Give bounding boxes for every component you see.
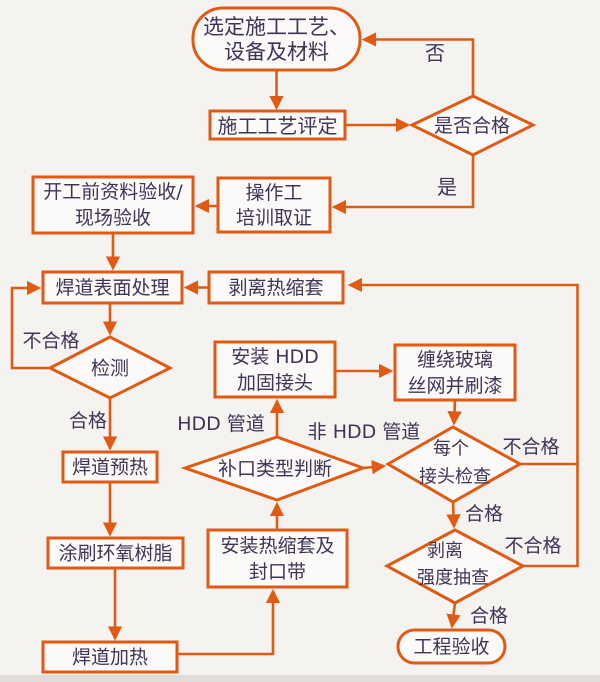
operator-training-label-line1: 操作工 <box>245 182 302 204</box>
qualified-check-label: 是否合格 <box>434 115 510 137</box>
edge-label-peel-check-pass: 合格 <box>470 605 508 627</box>
weld-preheat-node: 焊道预热 <box>61 450 159 484</box>
project-acceptance-label: 工程验收 <box>413 636 489 658</box>
start-node-label-line1: 选定施工工艺、 <box>203 15 350 39</box>
install-hdd-label-line2: 加固接头 <box>237 372 313 394</box>
weld-heating-node: 焊道加热 <box>41 640 179 674</box>
pre-construction-node: 开工前资料验收/ 现场验收 <box>31 175 195 235</box>
apply-epoxy-node: 涂刷环氧树脂 <box>46 536 185 570</box>
project-acceptance-node: 工程验收 <box>396 628 507 665</box>
joint-inspection-diamond: 每个 接头检查 <box>384 425 524 504</box>
operator-training-node: 操作工 培训取证 <box>216 176 332 234</box>
peel-strength-label-line2: 强度抽查 <box>417 568 489 589</box>
edge-label-yes: 是 <box>437 175 457 199</box>
weld-surface-label: 焊道表面处理 <box>55 277 169 299</box>
start-node-label-line2: 设备及材料 <box>224 40 329 64</box>
edge-joint-type-nonhdd-to-joint-inspection <box>362 460 387 475</box>
edge-wrap-glass-to-joint-inspection <box>447 399 462 426</box>
joint-inspection-label-line2: 接头检查 <box>419 467 491 488</box>
process-eval-node: 施工工艺评定 <box>208 109 347 141</box>
edge-label-no: 否 <box>425 41 445 65</box>
peel-sleeve-node: 剥离热缩套 <box>207 270 345 305</box>
wrap-glass-node: 缠绕玻璃 丝网并刷漆 <box>393 343 517 402</box>
install-sleeve-label-line1: 安装热缩套及 <box>220 535 334 557</box>
operator-training-label-line2: 培训取证 <box>236 207 312 229</box>
edge-label-inspection-pass: 合格 <box>69 410 107 432</box>
edge-label-hdd-pipeline: HDD 管道 <box>177 413 265 435</box>
edge-peel-strength-pass-to-acceptance <box>446 602 461 629</box>
wrap-glass-label-line1: 缠绕玻璃 <box>417 349 493 371</box>
weld-surface-node: 焊道表面处理 <box>41 270 184 305</box>
edge-labels: 否 是 不合格 合格 HDD 管道 非 HDD 管道 不合格 合格 不合格 合格 <box>22 41 561 627</box>
edge-label-joint-inspection-pass: 合格 <box>465 503 503 525</box>
edge-joint-inspection-pass-to-peel-strength <box>446 501 461 529</box>
edge-fail-loop-to-peel-sleeve <box>347 277 579 568</box>
start-node: 选定施工工艺、 设备及材料 <box>191 6 362 72</box>
process-eval-label: 施工工艺评定 <box>218 114 338 138</box>
install-sleeve-node: 安装热缩套及 封口带 <box>206 528 349 589</box>
edge-label-joint-inspection-fail: 不合格 <box>502 436 559 458</box>
apply-epoxy-label: 涂刷环氧树脂 <box>58 543 172 565</box>
install-hdd-node: 安装 HDD 加固接头 <box>213 340 337 399</box>
inspection-label: 检测 <box>91 358 129 380</box>
weld-preheat-label: 焊道预热 <box>72 457 148 479</box>
joint-inspection-label-line1: 每个 <box>433 439 469 460</box>
wrap-glass-label-line2: 丝网并刷漆 <box>407 375 502 397</box>
peel-sleeve-label: 剥离热缩套 <box>228 277 323 299</box>
edge-qualified-yes-to-operator-training <box>331 155 475 215</box>
weld-heating-label: 焊道加热 <box>72 647 148 669</box>
edge-label-inspection-fail: 不合格 <box>22 330 79 352</box>
pre-construction-label-line2: 现场验收 <box>75 207 151 229</box>
pre-construction-label-line1: 开工前资料验收/ <box>43 181 183 203</box>
edge-weld-heating-to-install-sleeve <box>177 588 281 656</box>
joint-type-diamond: 补口类型判断 <box>180 435 368 502</box>
nodes: 选定施工工艺、 设备及材料 施工工艺评定 是否合格 开工前资料验收/ 现场验收 … <box>31 6 537 674</box>
bottom-edge-shadow <box>0 675 600 682</box>
edges <box>10 32 579 656</box>
edge-inspection-fail-loop <box>10 280 50 370</box>
qualified-check-diamond: 是否合格 <box>408 94 537 157</box>
peel-strength-label-line1: 剥离 <box>427 541 463 562</box>
inspection-diamond: 检测 <box>46 335 174 400</box>
install-sleeve-label-line2: 封口带 <box>249 561 306 583</box>
joint-type-label: 补口类型判断 <box>218 458 332 480</box>
peel-strength-diamond: 剥离 强度抽查 <box>383 528 527 605</box>
edge-qualified-no-loop-to-start <box>361 32 475 96</box>
edge-label-non-hdd-pipeline: 非 HDD 管道 <box>308 421 421 443</box>
install-hdd-label-line1: 安装 HDD <box>231 346 319 368</box>
edge-label-peel-check-fail: 不合格 <box>504 535 561 557</box>
